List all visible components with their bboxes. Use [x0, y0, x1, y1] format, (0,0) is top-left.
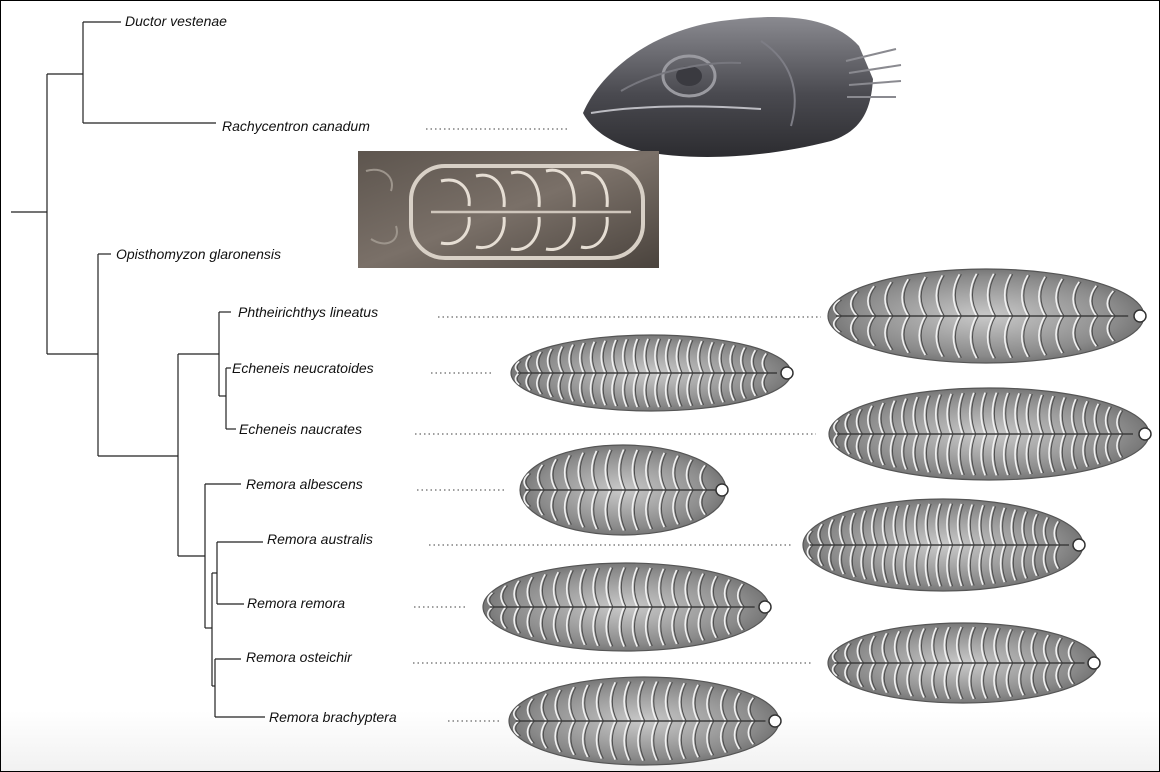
- disc-echeneis-naucrates: [829, 388, 1151, 480]
- taxon-label-echeneis-naucrates: Echeneis naucrates: [239, 421, 362, 437]
- taxon-label-remora-remora: Remora remora: [247, 595, 345, 611]
- taxon-label-remora-brachyptera: Remora brachyptera: [269, 709, 397, 725]
- disc-remora-albescens: [520, 445, 728, 535]
- disc-remora-brachyptera: [509, 677, 781, 765]
- rachycentron-head-image: [583, 17, 901, 157]
- opisthomyzon-fossil-image: [358, 151, 659, 268]
- adhesive-discs: [483, 269, 1151, 765]
- taxon-label-remora-osteichir: Remora osteichir: [246, 649, 352, 665]
- disc-remora-australis: [803, 499, 1085, 591]
- disc-remora-remora: [483, 563, 771, 651]
- taxon-label-rachycentron: Rachycentron canadum: [222, 118, 370, 134]
- disc-remora-osteichir: [828, 623, 1100, 703]
- disc-phtheirichthys: [828, 269, 1146, 363]
- disc-echeneis-neucratoides: [511, 335, 793, 411]
- taxon-label-echeneis-neucratoides: Echeneis neucratoides: [232, 360, 374, 376]
- taxon-label-remora-albescens: Remora albescens: [246, 476, 363, 492]
- taxon-label-remora-australis: Remora australis: [267, 531, 373, 547]
- taxon-label-phtheirichthys: Phtheirichthys lineatus: [238, 304, 378, 320]
- taxon-label-ductor: Ductor vestenae: [125, 13, 227, 29]
- taxon-label-opisthomyzon: Opisthomyzon glaronensis: [116, 246, 281, 262]
